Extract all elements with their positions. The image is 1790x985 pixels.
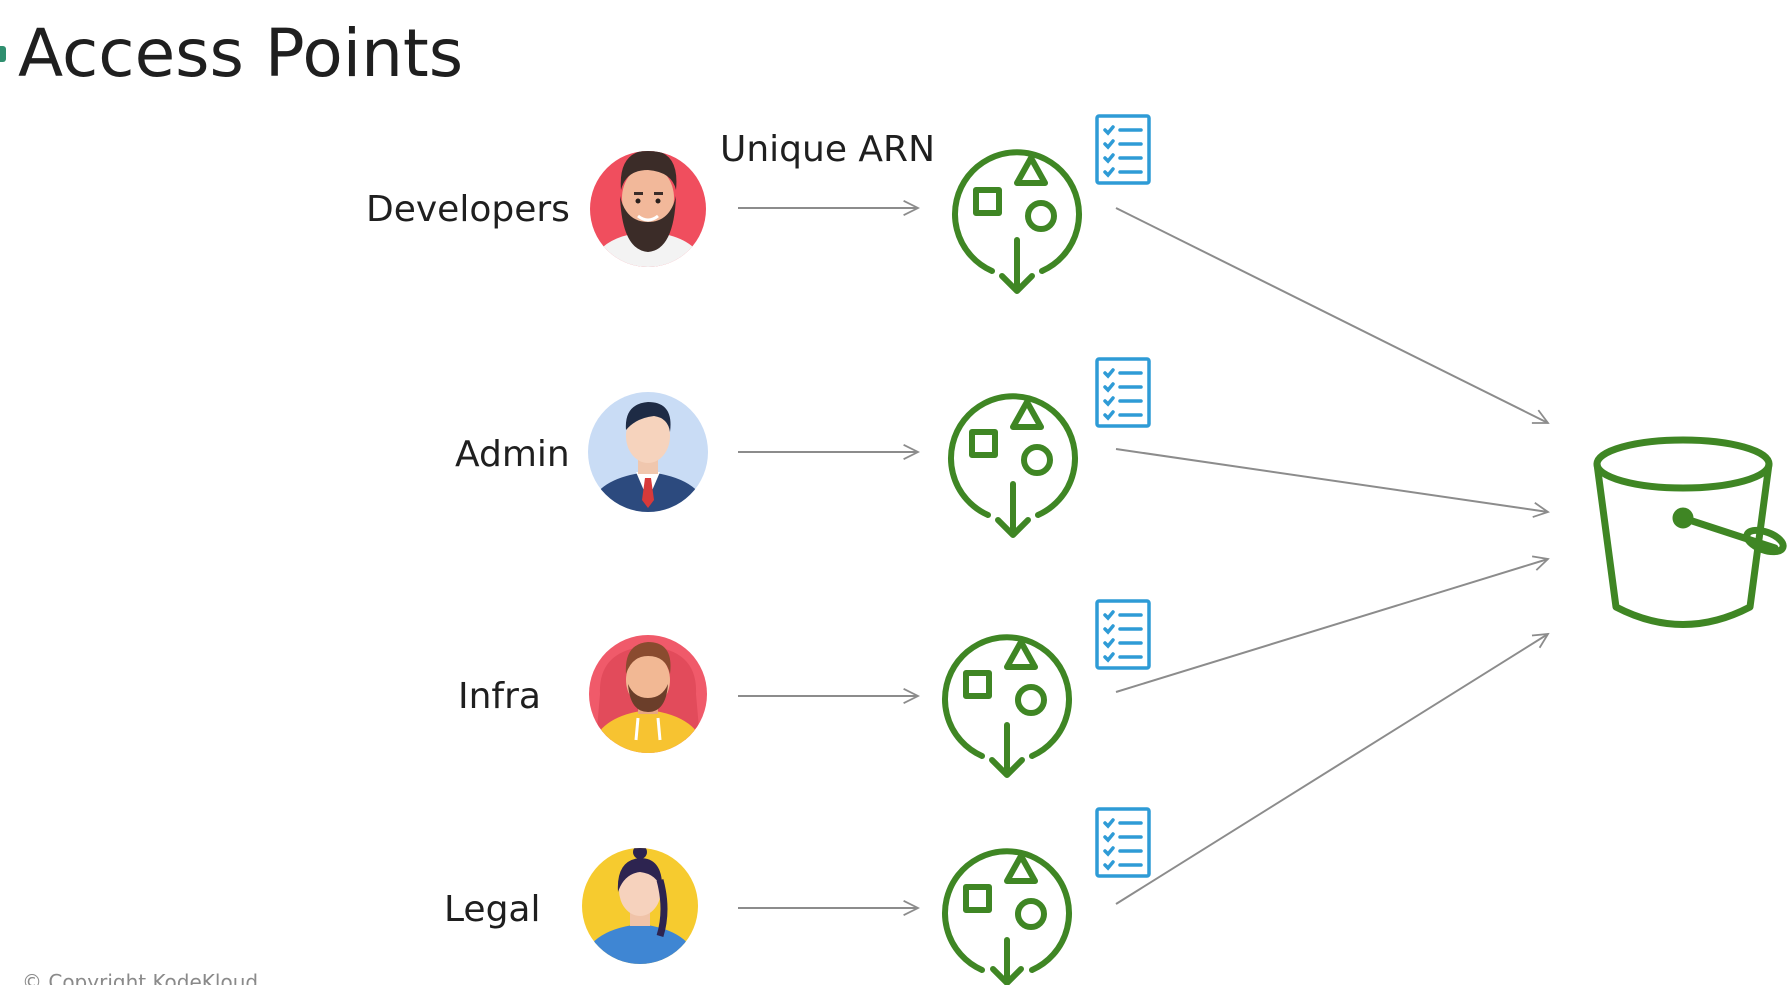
group-label-legal: Legal	[444, 889, 541, 930]
unique-arn-label: Unique ARN	[720, 129, 935, 170]
arrow-developers-ap-to-bucket	[1115, 207, 1548, 423]
s3-bucket-icon	[1593, 436, 1787, 628]
policy-document-icon	[1095, 807, 1151, 878]
page-title: Access Points	[18, 15, 464, 92]
group-label-infra: Infra	[458, 676, 541, 717]
group-label-admin: Admin	[455, 434, 570, 475]
access-point-icon	[948, 393, 1078, 538]
title-accent-bar	[0, 46, 6, 62]
access-point-icon	[942, 848, 1072, 985]
access-point-icon	[952, 149, 1082, 294]
arrow-admin-ap-to-bucket	[1115, 448, 1548, 512]
legal-avatar-icon	[582, 848, 698, 964]
developer-avatar-icon	[590, 151, 706, 267]
arrow-infra-ap-to-bucket	[1115, 559, 1548, 693]
arrow-legal-ap-to-bucket	[1115, 634, 1548, 905]
copyright-notice: © Copyright KodeKloud	[22, 970, 259, 985]
infra-avatar-icon	[589, 635, 707, 753]
policy-document-icon	[1095, 357, 1151, 428]
policy-document-icon	[1095, 599, 1151, 670]
group-label-developers: Developers	[366, 189, 570, 230]
access-point-icon	[942, 634, 1072, 778]
policy-document-icon	[1095, 114, 1151, 185]
admin-avatar-icon	[588, 392, 708, 512]
